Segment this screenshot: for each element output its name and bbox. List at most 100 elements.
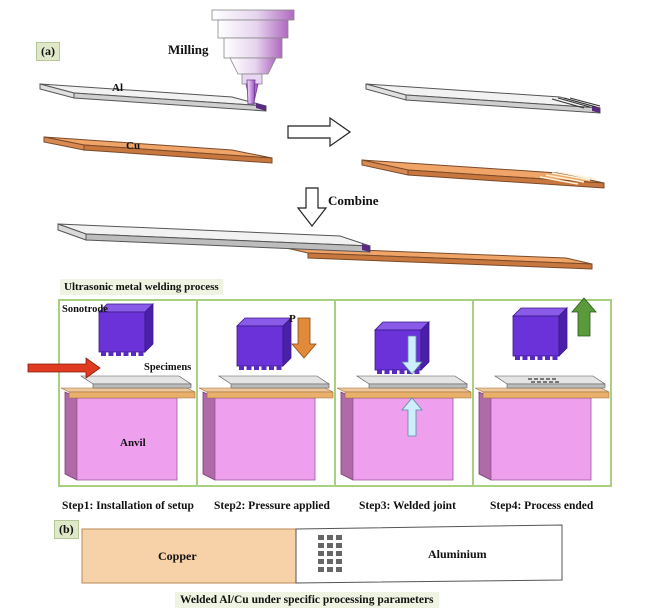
weld-spot [327,559,333,564]
sonotrode-side-3 [420,321,430,371]
right-arrow-icon [287,116,352,148]
anvil-2 [214,397,316,481]
sonotrode-tooth-4-2 [530,356,535,360]
sonotrode-tooth-4-4 [545,356,550,360]
weld-spot [327,543,333,548]
welding-frames [58,299,612,487]
sonotrode-tooth-1-0 [101,352,106,356]
weld-spot [336,567,342,572]
sonotrode-tooth-2-5 [276,366,282,370]
pressure-label: P [289,313,296,325]
specimen-al-edge-4 [506,383,606,389]
sonotrode-tooth-2-4 [269,366,274,370]
weld-mark-0-3 [546,378,550,380]
weld-mark-1-3 [549,381,553,383]
weld-mark-0-0 [528,378,532,380]
lift-arrow-icon [571,297,597,337]
weld-spot [318,567,324,572]
specimen-al-2 [218,375,330,385]
sonotrode-tooth-1-5 [138,352,144,356]
milling-label: Milling [168,42,209,57]
sonotrode-label: Sonotrode [62,304,108,315]
combine-label: Combine [328,193,379,208]
specimen-cu-edge-1 [68,391,196,399]
weld-spot [318,535,324,540]
specimen-cu-4 [474,387,610,393]
welded-sample [81,524,563,584]
sonotrode-tooth-3-5 [414,370,420,374]
specimen-al-3 [356,375,468,385]
anvil-side-3 [340,391,354,481]
sonotrode-tooth-3-0 [377,370,382,374]
panel-b-tag: (b) [54,520,79,539]
combined-strips [57,223,593,270]
down-force-arrow-icon [401,335,423,375]
sonotrode-tooth-4-0 [515,356,520,360]
weld-spot [318,559,324,564]
sonotrode-tooth-1-4 [131,352,136,356]
aluminium-label: Aluminium [428,547,487,561]
sonotrode-tooth-4-5 [552,356,558,360]
step-1-label: Step1: Installation of setup [62,500,194,512]
sonotrode-top-4 [512,307,568,317]
uw-process-banner: Ultrasonic metal welding process [60,279,223,295]
pressure-arrow-icon [291,317,317,359]
sonotrode-tooth-3-3 [399,370,405,374]
weld-spot [318,551,324,556]
sonotrode-side-1 [144,303,154,353]
copper-label: Copper [158,549,197,563]
step-2-label: Step2: Pressure applied [214,500,330,512]
sonotrode-1 [98,311,146,353]
sonotrode-tooth-1-1 [108,352,114,356]
specimen-al-edge-1 [92,383,192,389]
sonotrode-tooth-2-1 [246,366,252,370]
weld-spot [327,551,333,556]
sonotrode-tooth-1-3 [123,352,129,356]
weld-mark-0-4 [552,378,556,380]
specimen-cu-edge-3 [344,391,472,399]
sonotrode-4 [512,315,560,357]
weld-spot [336,559,342,564]
sonotrode-top-2 [236,317,292,327]
specimen-cu-1 [60,387,196,393]
specimen-al-1 [80,375,192,385]
sonotrode-side-4 [558,307,568,357]
weld-spot [336,535,342,540]
anvil-side-2 [202,391,216,481]
cu-strip-raw [43,136,273,164]
sonotrode-tooth-2-0 [239,366,244,370]
cu-strip-grooved [361,159,605,189]
anvil-side-4 [478,391,492,481]
weld-mark-1-2 [543,381,547,383]
weld-spot [336,543,342,548]
weld-mark-1-4 [555,381,559,383]
sonotrode-tooth-3-2 [392,370,397,374]
weld-mark-1-0 [531,381,535,383]
sonotrode-top-3 [374,321,430,331]
sonotrode-tooth-4-3 [537,356,543,360]
down-arrow-icon [296,187,328,227]
welding-stages [27,297,610,481]
weld-mark-0-1 [534,378,538,380]
sonotrode-2 [236,325,284,367]
sonotrode-tooth-3-1 [384,370,390,374]
sonotrode-tooth-3-4 [407,370,412,374]
step-4-label: Step4: Process ended [490,500,594,512]
specimen-cu-edge-4 [482,391,610,399]
anvil-side-1 [64,391,78,481]
step-3-label: Step3: Welded joint [359,500,456,512]
specimens-label: Specimens [144,362,191,373]
sonotrode-side-2 [282,317,292,367]
specimen-al-edge-3 [368,383,468,389]
anvil-4 [490,397,592,481]
weld-spot [318,543,324,548]
weld-spot [327,567,333,572]
specimen-cu-2 [198,387,334,393]
anvil-1 [76,397,178,481]
panel-a-tag: (a) [36,42,60,61]
sonotrode-tooth-4-1 [522,356,528,360]
cu-label: Cu [126,140,140,152]
specimen-cu-edge-2 [206,391,334,399]
weld-spot [327,535,333,540]
